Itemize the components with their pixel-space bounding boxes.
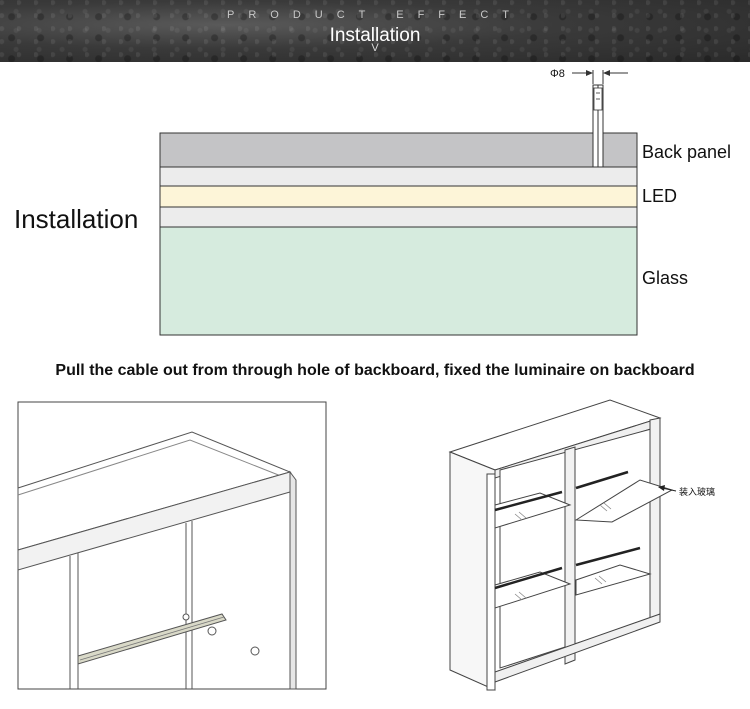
chevron-down-icon: V: [371, 42, 379, 54]
glass-label: Glass: [642, 268, 689, 288]
instruction-caption: Pull the cable out from through hole of …: [55, 362, 695, 379]
header-subtitle: PRODUCT EFFECT: [226, 9, 524, 21]
banner-texture: [0, 0, 750, 62]
close-up-view: [17, 401, 327, 690]
layer-led: [159, 185, 638, 208]
header-title: Installation: [329, 25, 421, 46]
layer-back-panel: [159, 132, 638, 168]
header-banner: PRODUCT EFFECT Installation V: [0, 0, 750, 62]
installation-side-label: Installation: [14, 204, 139, 234]
cabinet-illustration: [448, 399, 677, 691]
layer-gap-1: [159, 166, 638, 187]
led-label: LED: [642, 186, 678, 206]
insert-glass-annotation: 装入玻璃: [679, 486, 715, 498]
dimension-label: Φ8: [550, 68, 565, 80]
layer-glass: [159, 226, 638, 336]
dimension-marker: [572, 70, 628, 84]
layer-gap-2: [159, 206, 638, 228]
back-panel-label: Back panel: [642, 142, 732, 162]
cable-icon: [592, 84, 604, 168]
